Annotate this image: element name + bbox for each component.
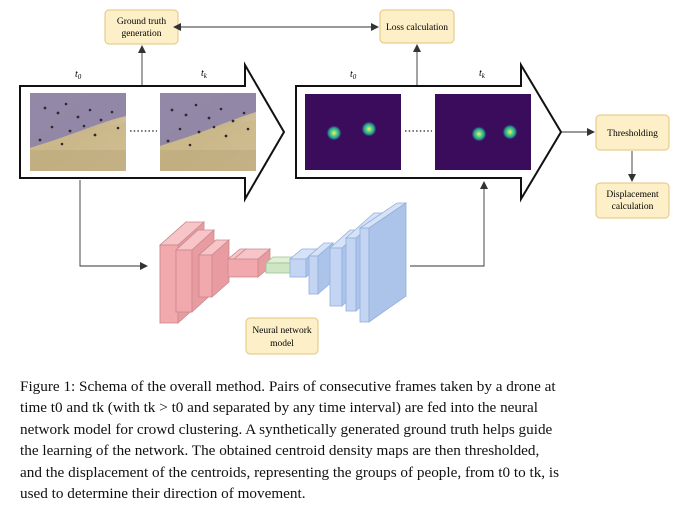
loss-calculation-box: Loss calculation [379,9,455,44]
output-tk-label: tk [479,68,486,80]
caption-line-5: and the displacement of the centroids, r… [20,463,560,481]
caption-line-1: Figure 1: Schema of the overall method. … [20,378,556,395]
nn-line1: Neural network [252,326,312,336]
figure-caption: Figure 1: Schema of the overall method. … [20,376,668,504]
loss-label: Loss calculation [386,23,448,33]
ground-truth-line2: generation [121,29,161,39]
input-frame-t0 [30,93,126,171]
output-t0-label: t0 [350,69,357,81]
neural-network-model-box: Neural network model [245,317,319,355]
nn-line2: model [270,339,294,349]
displacement-line2: calculation [612,202,654,212]
method-schema-diagram: Ground truth generation Loss calculation… [19,9,670,355]
input-tk-label: tk [201,68,208,80]
input-to-network-arrow [79,180,148,270]
thresholding-box: Thresholding [595,114,670,151]
network-encoder [158,221,272,324]
density-map-tk [435,94,531,170]
caption-line-4: the learning of the network. The obtaine… [20,442,540,460]
displacement-line1: Displacement [606,190,659,200]
network-decoder [288,202,408,323]
ground-truth-line1: Ground truth [117,17,167,27]
caption-line-3: network model for crowd clustering. A sy… [20,420,553,438]
network-to-output-arrow [410,181,488,267]
density-map-t0 [305,94,401,170]
caption-line-6: used to determine their direction of mov… [20,485,306,503]
displacement-calculation-box: Displacement calculation [595,182,670,219]
input-t0-label: t0 [75,69,82,81]
ground-truth-generation-box: Ground truth generation [104,9,179,45]
input-frame-tk [160,93,256,171]
caption-line-2: time t0 and tk (with tk > t0 and separat… [20,399,539,417]
thresholding-label: Thresholding [607,129,658,139]
